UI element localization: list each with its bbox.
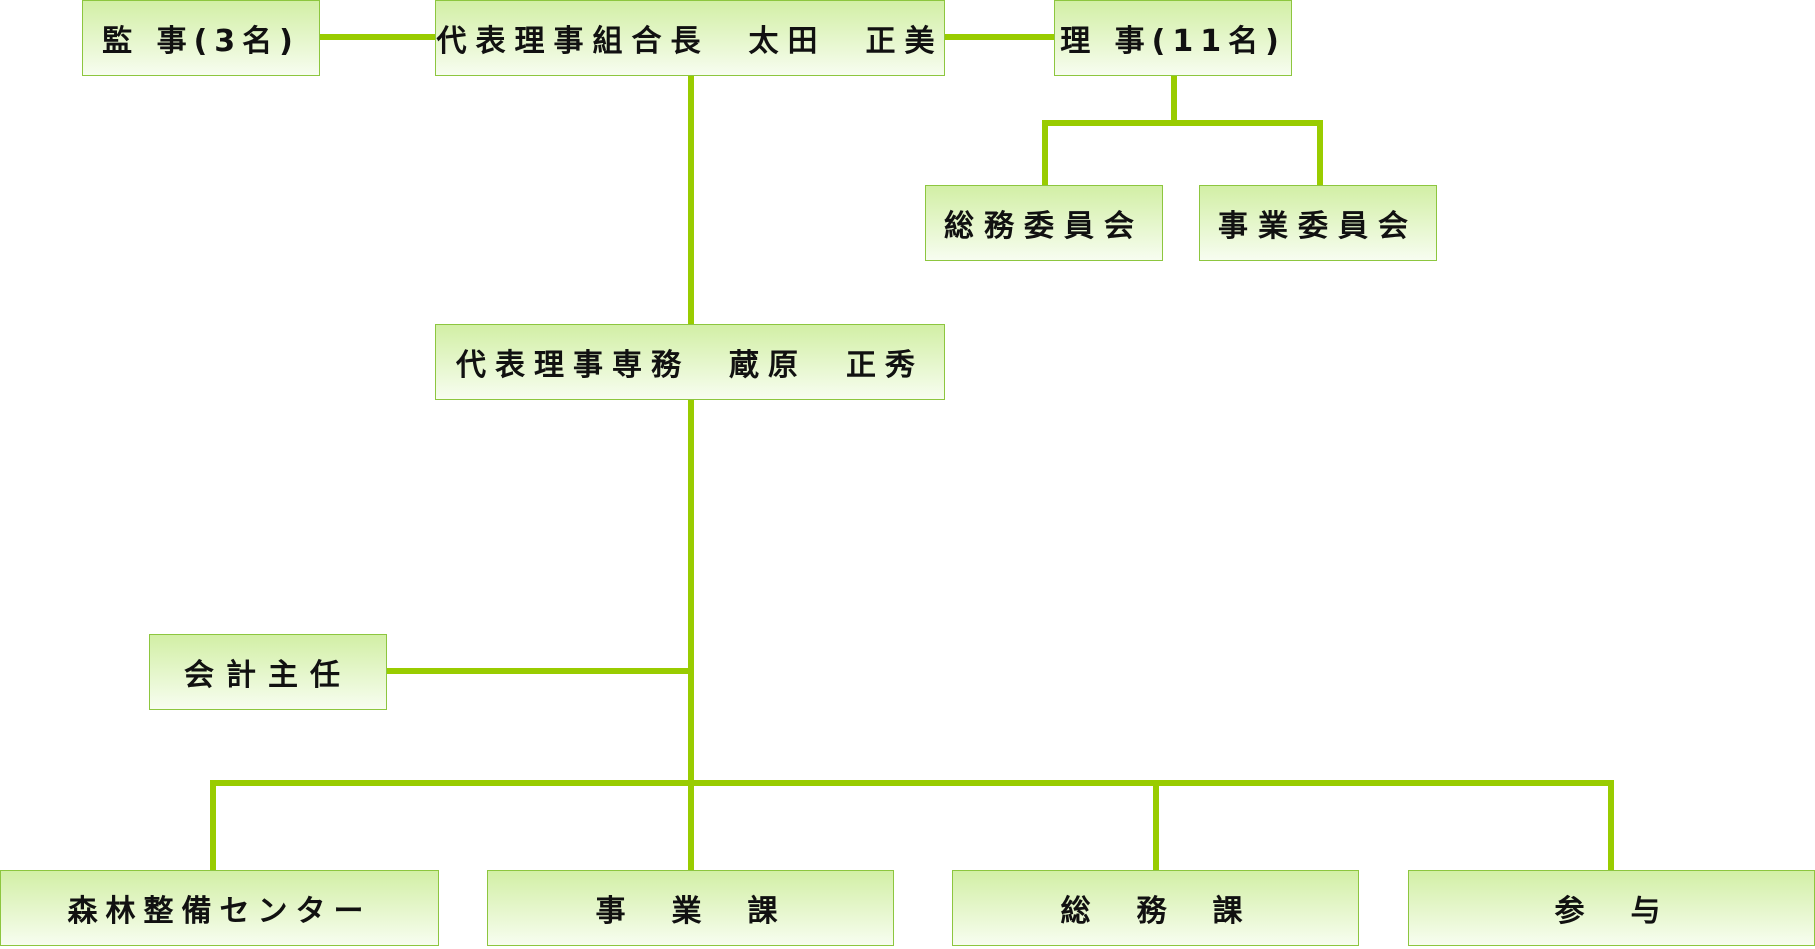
business-section-box: 事 業 課 — [487, 870, 894, 946]
connector-adviser — [1608, 780, 1614, 870]
forest-center-box: 森林整備センター — [0, 870, 439, 946]
general-affairs-section-label: 総 務 課 — [1060, 894, 1251, 929]
business-committee-box: 事業委員会 — [1199, 185, 1437, 261]
connector-managing-director-down — [688, 400, 694, 786]
directors-label: 理 事(11名) — [1060, 24, 1286, 59]
accounting-chief-box: 会計主任 — [149, 634, 387, 710]
connector-forest-center — [210, 780, 216, 870]
general-affairs-committee-box: 総務委員会 — [925, 185, 1163, 261]
connector-committee-business — [1317, 120, 1323, 185]
adviser-box: 参 与 — [1408, 870, 1815, 946]
connector-accounting-chief — [387, 668, 691, 674]
chairman-box: 代表理事組合長 太田 正美 — [435, 0, 945, 76]
adviser-label: 参 与 — [1554, 894, 1669, 929]
connector-committees-horizontal — [1042, 120, 1323, 126]
general-affairs-section-box: 総 務 課 — [952, 870, 1359, 946]
auditors-box: 監 事(3名) — [82, 0, 320, 76]
managing-director-box: 代表理事専務 蔵原 正秀 — [435, 324, 945, 400]
connector-business-section — [688, 780, 694, 870]
directors-box: 理 事(11名) — [1054, 0, 1292, 76]
business-committee-label: 事業委員会 — [1218, 209, 1418, 244]
connector-chairman-directors — [944, 34, 1054, 40]
connector-directors-down — [1171, 76, 1177, 123]
chairman-label: 代表理事組合長 太田 正美 — [436, 24, 944, 59]
auditors-label: 監 事(3名) — [102, 24, 300, 59]
managing-director-label: 代表理事専務 蔵原 正秀 — [456, 348, 924, 383]
connector-sections-horizontal — [210, 780, 1614, 786]
connector-general-affairs-section — [1153, 780, 1159, 870]
forest-center-label: 森林整備センター — [67, 894, 372, 929]
connector-auditors-chairman — [320, 34, 436, 40]
business-section-label: 事 業 課 — [595, 894, 786, 929]
general-affairs-committee-label: 総務委員会 — [944, 209, 1144, 244]
connector-chairman-managing-director — [688, 76, 694, 324]
connector-committee-general-affairs — [1042, 120, 1048, 185]
accounting-chief-label: 会計主任 — [184, 658, 352, 693]
